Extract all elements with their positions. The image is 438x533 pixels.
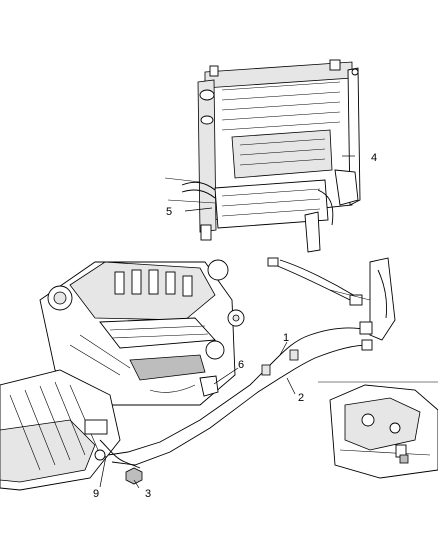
callout-numbers: 1 2 3 4 5 6 9 (93, 152, 377, 500)
callout-3: 3 (145, 488, 151, 500)
transmission-assembly (0, 369, 121, 491)
callout-6: 6 (238, 359, 244, 371)
callout-9: 9 (93, 488, 99, 500)
right-side-fittings (329, 257, 396, 351)
cooler-line-9 (99, 439, 141, 469)
leader-lines (99, 155, 355, 489)
transmission-cooler (214, 179, 329, 229)
radiator-cooler-assembly (164, 59, 361, 253)
bracket (199, 375, 219, 397)
intake-runners (114, 269, 193, 297)
cooler-lines (99, 257, 373, 485)
inset-detail (318, 381, 438, 479)
oil-cooler (231, 129, 333, 179)
fitting (125, 467, 143, 485)
transmission-ribs (9, 381, 99, 471)
callout-1: 1 (283, 332, 289, 344)
callout-5: 5 (166, 206, 172, 218)
cooler-line-2 (111, 344, 373, 466)
cooler-line-1 (107, 327, 369, 456)
engine-assembly (39, 259, 245, 406)
callout-2: 2 (298, 392, 304, 404)
callout-4: 4 (371, 152, 377, 164)
radiator-core-fins (221, 81, 341, 131)
